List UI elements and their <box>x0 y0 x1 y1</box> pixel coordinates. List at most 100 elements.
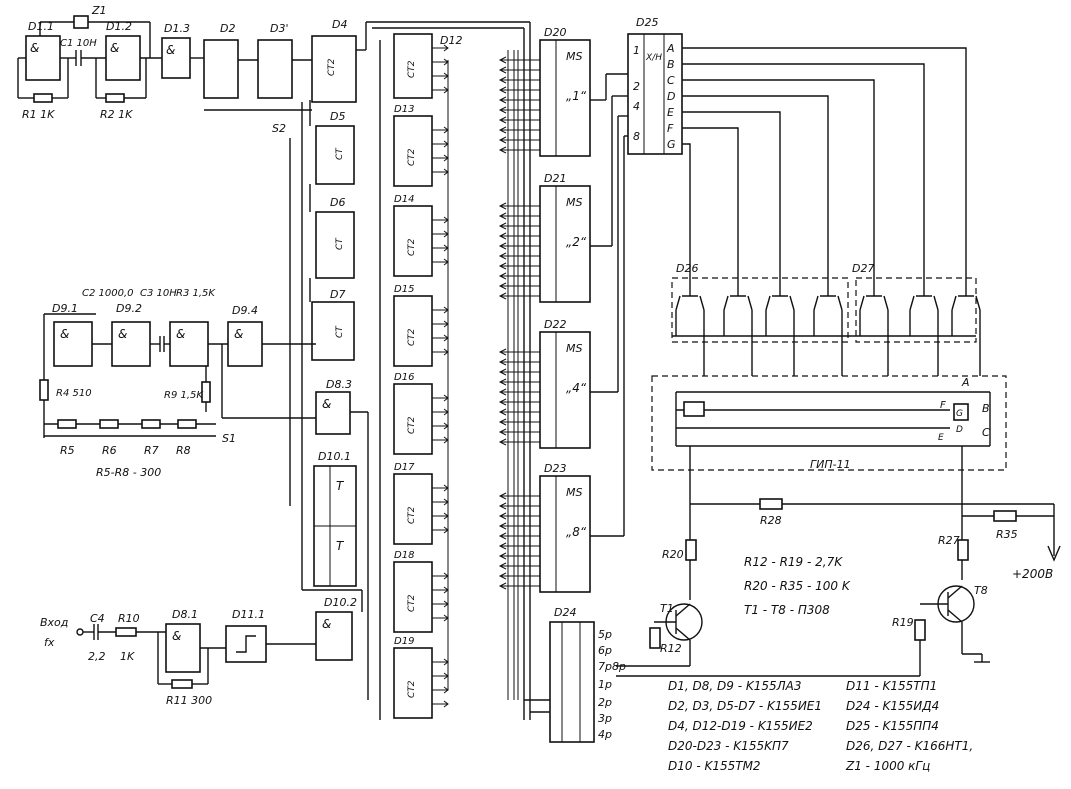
bus-arrow <box>498 96 507 104</box>
d24-out-5p: 5p <box>598 628 612 641</box>
legend-part: D20-D23 - K155KП7 <box>668 739 789 753</box>
d25-in-1: 1 <box>633 44 640 57</box>
d24-out-7p8p: 7p8p <box>598 660 626 673</box>
mux-weight: „1“ <box>566 89 587 103</box>
counter-output <box>432 58 449 66</box>
gate-pulse-section: C2 1000,0 C3 10H R3 1,5K & D9.1 & D9.2 &… <box>39 288 316 479</box>
gip-pin-d: D <box>956 425 963 435</box>
label-d4: D4 <box>332 18 347 31</box>
d25-out-b: B <box>667 58 675 71</box>
bus-arrow <box>498 56 507 64</box>
oscillator-section: & D1.1 & D1.2 Z1 C1 10H R1 1K R2 1K & D1… <box>17 4 312 121</box>
gate-symbol: & <box>322 397 331 411</box>
bus-arrow <box>498 116 507 124</box>
label-fx: fx <box>44 636 55 649</box>
driver-transistor-icon <box>909 286 939 376</box>
bus-arrow <box>498 358 507 366</box>
resistor-r9 <box>201 381 211 403</box>
bus-arrow <box>498 202 507 210</box>
d25-out-f: F <box>667 122 674 135</box>
chip-func: CT <box>335 325 345 338</box>
counter-output <box>432 512 449 520</box>
counter-output <box>432 436 449 444</box>
drivers: D26 D27 <box>671 262 981 376</box>
counter-output <box>432 126 449 134</box>
resistor-r35 <box>993 510 1017 522</box>
gip-pin-g: G <box>956 409 963 419</box>
bus-arrow <box>498 282 507 290</box>
driver-transistor-icon <box>859 286 889 376</box>
label-gip: ГИП-11 <box>810 458 851 471</box>
gate-symbol: & <box>176 327 185 341</box>
label-c2: C2 1000,0 <box>82 288 134 299</box>
label-r9: R9 1,5K <box>164 390 204 401</box>
bus-arrow <box>498 582 507 590</box>
counter-output <box>432 44 449 52</box>
bus-arrow <box>498 388 507 396</box>
driver-d27 <box>855 277 977 343</box>
label-d12: D12 <box>440 34 462 47</box>
counter-output <box>432 348 449 356</box>
bus-arrow <box>498 378 507 386</box>
bus-arrow <box>498 292 507 300</box>
bus-arrow <box>498 252 507 260</box>
display: ГИП-11 A B C F G E D <box>651 375 1007 471</box>
gate-symbol: & <box>322 617 331 631</box>
gip-pin-a: A <box>961 376 970 389</box>
label-r5: R5 <box>60 444 75 457</box>
resistor-r7 <box>141 419 161 429</box>
label-r10-value: 1K <box>120 650 135 663</box>
gate-d8-1 <box>165 623 201 673</box>
label-r5-r8-value: R5-R8 - 300 <box>96 466 161 479</box>
data-bus <box>432 44 540 708</box>
legend-part: D25 - K155ПП4 <box>846 719 939 733</box>
flipflop-symbol: T <box>336 539 345 553</box>
label-d20: D20 <box>544 26 566 39</box>
mux-ms: MS <box>566 342 582 355</box>
counter-d15 <box>393 295 433 367</box>
label-r12: R12 <box>660 642 682 655</box>
legend-part: D2, D3, D5-D7 - K155ИЕ1 <box>668 699 822 713</box>
bus-arrow <box>498 552 507 560</box>
gate-symbol: & <box>110 41 119 55</box>
counter-output <box>432 72 449 80</box>
label-d13: D13 <box>394 104 414 115</box>
mux-weight: „4“ <box>566 381 587 395</box>
label-r6: R6 <box>102 444 117 457</box>
d24-out-2p: 2p <box>598 696 612 709</box>
chip-func: CT2 <box>327 58 337 76</box>
driver-transistor-icon <box>675 286 705 376</box>
gate-symbol: & <box>118 327 127 341</box>
label-supply: +200B <box>1012 567 1053 581</box>
counter-output <box>432 168 449 176</box>
bus-arrow <box>498 348 507 356</box>
counter-output <box>432 498 449 506</box>
d25-out-c: C <box>667 74 675 87</box>
counter-output <box>432 306 449 314</box>
bus-arrow <box>498 532 507 540</box>
bus-arrow <box>498 136 507 144</box>
label-d18: D18 <box>394 550 414 561</box>
d24-out-3p: 3p <box>598 712 612 725</box>
counter-output <box>432 320 449 328</box>
bus-arrow <box>498 522 507 530</box>
counter-d4 <box>311 35 357 103</box>
bus-arrow <box>498 408 507 416</box>
bus-arrow <box>498 428 507 436</box>
chip-func: CT2 <box>407 506 417 524</box>
d25-in-4: 4 <box>633 100 640 113</box>
bus-arrow <box>498 502 507 510</box>
label-d8-1: D8.1 <box>172 608 198 621</box>
gate-d9-3 <box>169 321 209 367</box>
label-r4: R4 510 <box>56 388 92 399</box>
label-d9-4: D9.4 <box>232 304 258 317</box>
divider-column: D4 CT2 D5 CT D6 CT D7 CT S2 <box>272 18 357 590</box>
chip-func: CT2 <box>407 238 417 256</box>
divider-d2 <box>203 39 239 99</box>
bus-arrow <box>498 572 507 580</box>
nixie-tube <box>651 375 1007 471</box>
label-d25: D25 <box>636 16 658 29</box>
label-input: Вход <box>40 616 68 629</box>
legend-part: D24 - K155ИД4 <box>846 699 939 713</box>
